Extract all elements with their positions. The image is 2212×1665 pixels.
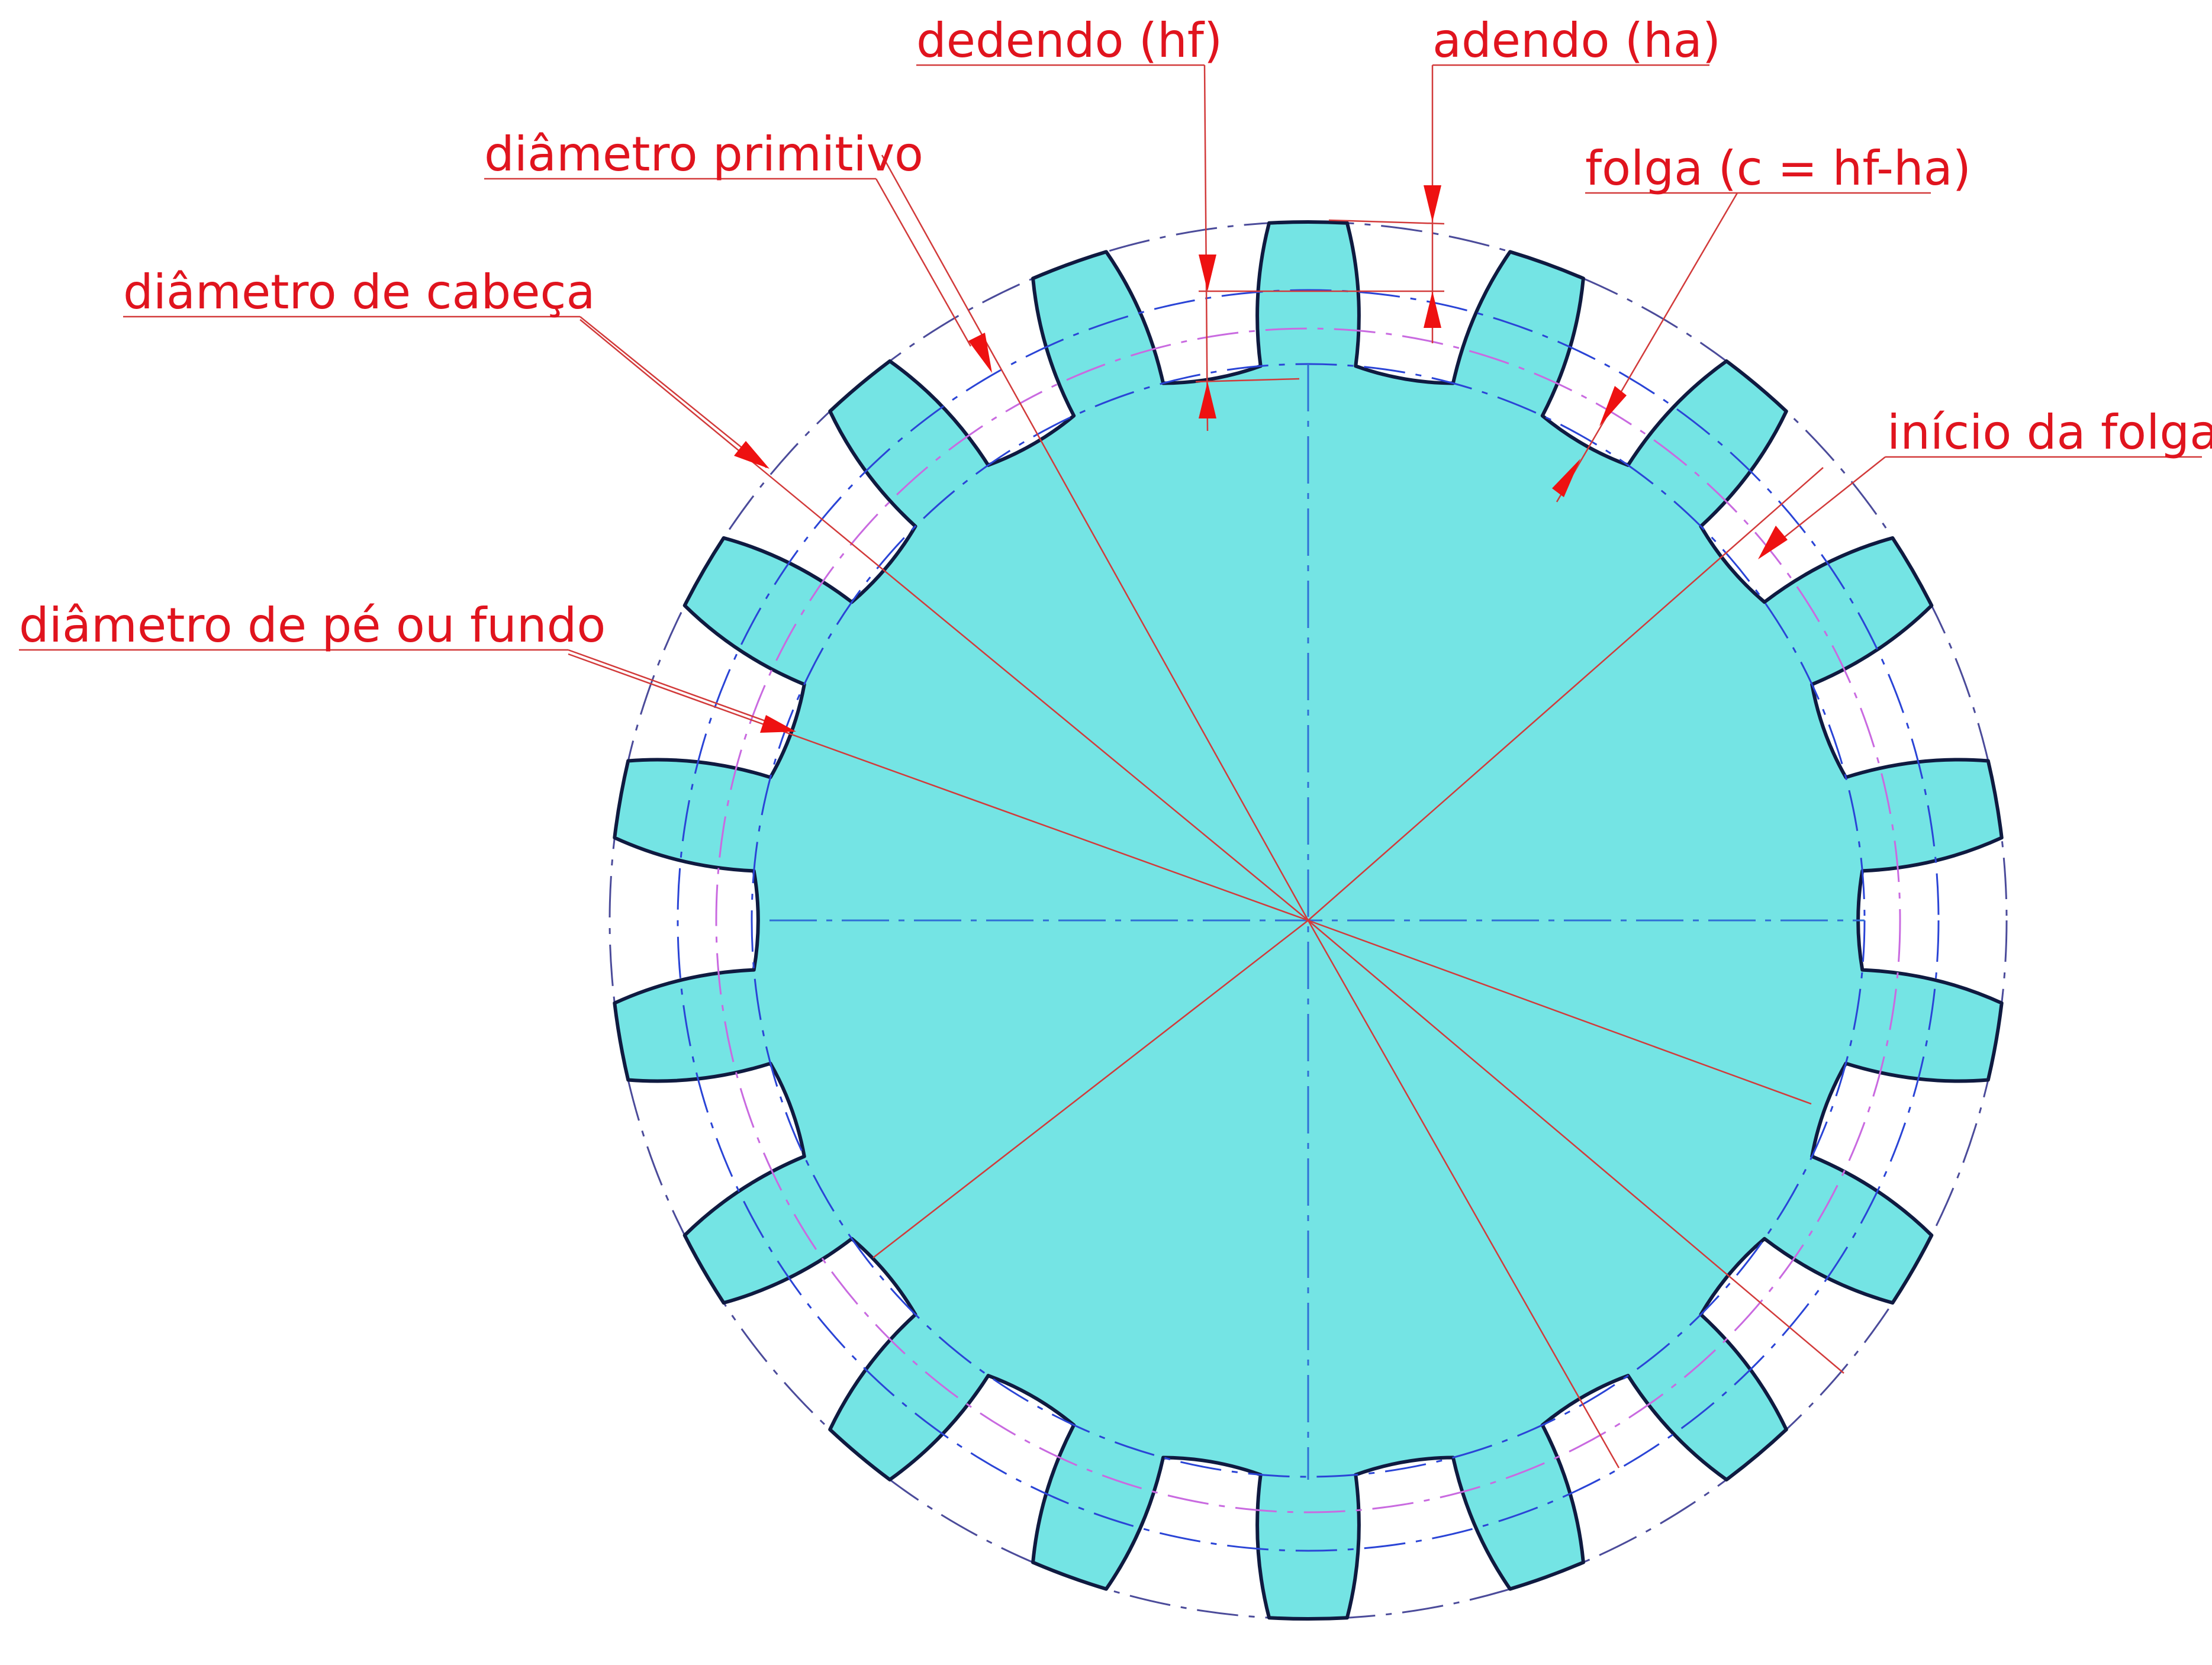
arrow-pe bbox=[760, 715, 796, 733]
pitch-circle bbox=[677, 289, 1940, 1552]
leader-folga-connector bbox=[1556, 192, 1738, 503]
label-diametro-pe: diâmetro de pé ou fundo bbox=[19, 598, 606, 653]
radial-line-lower-right-3 bbox=[1307, 920, 1620, 1468]
leader-dedendo-vertical bbox=[1203, 65, 1209, 431]
leader-adendo-dim bbox=[1328, 219, 1445, 225]
radial-line-pitch bbox=[881, 154, 1309, 921]
clearance-start-circle bbox=[715, 327, 1901, 1513]
arrow-dedendo-bottom bbox=[1199, 382, 1216, 418]
radial-line-addendum bbox=[579, 319, 1309, 921]
arrow-folga-inner bbox=[1552, 459, 1580, 497]
radial-line-lower-left bbox=[872, 920, 1309, 1258]
leader-cabeca-connector bbox=[579, 316, 767, 468]
arrow-dedendo-top bbox=[1199, 255, 1216, 291]
radial-line-root bbox=[568, 653, 1309, 922]
label-diametro-primitivo: diâmetro primitivo bbox=[484, 127, 923, 182]
leader-dedendo-dim2 bbox=[1195, 378, 1300, 383]
label-folga: folga (c = hf-ha) bbox=[1585, 141, 1971, 196]
radial-line-clearance bbox=[1308, 467, 1824, 921]
label-inicio-folga: início da folga bbox=[1887, 405, 2212, 460]
label-diametro-cabeca: diâmetro de cabeça bbox=[123, 265, 595, 320]
radial-line-lower-right-2 bbox=[1308, 920, 1844, 1374]
arrow-cabeca bbox=[734, 441, 769, 469]
arrow-adendo-top bbox=[1424, 185, 1441, 222]
arrow-folga-outer bbox=[1599, 386, 1627, 426]
arrow-adendo-bottom bbox=[1424, 291, 1441, 328]
leader-primitivo-connector bbox=[875, 178, 972, 347]
leader-pe-connector bbox=[568, 649, 794, 732]
label-adendo: adendo (ha) bbox=[1432, 13, 1721, 68]
arrow-inicio-folga bbox=[1758, 526, 1788, 559]
arrow-primitivo bbox=[968, 333, 992, 373]
radial-line-lower-right-1 bbox=[1308, 919, 1812, 1105]
label-dedendo: dedendo (hf) bbox=[916, 13, 1222, 68]
addendum-circle bbox=[608, 221, 2008, 1620]
radial-lines bbox=[568, 154, 1844, 1468]
arrowheads bbox=[734, 185, 1788, 733]
